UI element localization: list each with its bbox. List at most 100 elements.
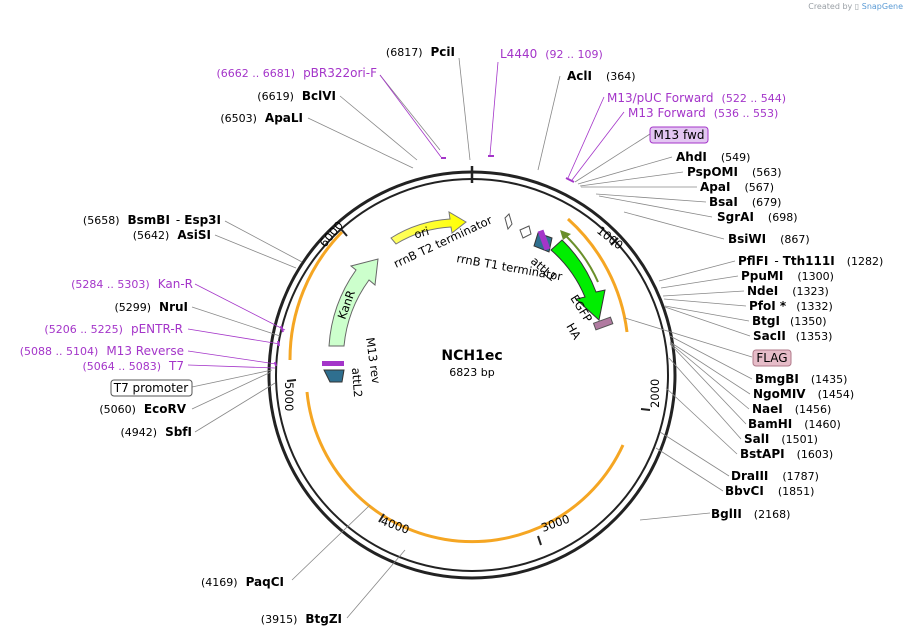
site-pos: (5299) — [114, 301, 151, 314]
site-pos: (567) — [744, 181, 774, 194]
credit-brand: SnapGene — [861, 2, 903, 11]
primer-range: (536 .. 553) — [714, 107, 779, 120]
leader-line — [663, 298, 747, 307]
leader-lines-left — [191, 57, 471, 619]
primer-mark — [274, 361, 277, 367]
primer-name: T7 — [168, 359, 184, 373]
site-sbfi: (4942)SbfI — [121, 425, 193, 439]
site-pos: (679) — [752, 196, 782, 209]
site-name-2: Esp3I — [184, 213, 221, 227]
primer-range: (5088 .. 5104) — [20, 345, 99, 358]
site-pflfi: PflFI-Tth111I(1282) — [738, 254, 883, 268]
tick-label: 3000 — [539, 512, 571, 535]
leader-line — [595, 193, 707, 203]
site-bsmbi: (5658)BsmBI-Esp3I — [83, 213, 221, 227]
m13-fwd-box — [649, 126, 709, 144]
leader-line — [659, 431, 730, 477]
leader-line — [577, 156, 673, 185]
primer-range: (5284 .. 5303) — [71, 278, 150, 291]
site-sgrai: SgrAI (698) — [717, 210, 798, 224]
site-pos: (549) — [721, 151, 751, 164]
site-name: BstAPI — [740, 447, 785, 461]
leader-line — [658, 260, 736, 282]
primer-name: pENTR-R — [131, 322, 183, 336]
snapgene-credit: Created by ▯ SnapGene — [808, 2, 903, 11]
primer-name: M13 Reverse — [106, 344, 184, 358]
site-pos: (1787) — [782, 470, 819, 483]
primer-line — [194, 283, 286, 331]
leader-line — [458, 57, 471, 161]
site-name: BamHI — [748, 417, 792, 431]
site-pos: (1435) — [811, 373, 848, 386]
leader-line — [339, 95, 418, 161]
site-pfoi: PfoI * (1332) — [749, 299, 833, 313]
leader-line — [669, 341, 751, 395]
primer-m13-reverse: (5088 .. 5104) M13 Reverse — [20, 344, 184, 358]
site-pos: (1332) — [796, 300, 833, 313]
leader-line — [574, 133, 651, 183]
orf-arc-bottom — [305, 391, 625, 544]
primer-line — [571, 111, 625, 181]
site-ndei: NdeI(1323) — [747, 284, 829, 298]
site-pos: (4169) — [201, 576, 238, 589]
terminator-t2-icon — [504, 213, 513, 231]
tick-label: 4000 — [379, 514, 411, 537]
site-pos: (698) — [768, 211, 798, 224]
site-asisi: (5642)AsiSI — [133, 228, 211, 242]
m13rev-primer — [322, 361, 344, 366]
right-labels: AclI(364) M13/pUC Forward(522 .. 544) M1… — [567, 69, 883, 521]
tick-1000 — [610, 237, 619, 246]
egfp-arrow — [550, 239, 606, 321]
orf-arcs — [288, 217, 629, 544]
site-name: PfoI * — [749, 299, 787, 313]
tick-3000 — [537, 535, 542, 546]
site-name: AclI — [567, 69, 592, 83]
leader-line — [537, 75, 561, 171]
ori-label: ori — [412, 224, 430, 242]
site-bbvci: BbvCI(1851) — [725, 484, 814, 498]
site-name: ApaI — [700, 180, 730, 194]
leader-line — [639, 512, 711, 521]
ha-tag — [592, 316, 614, 331]
site-pos: (1350) — [790, 315, 827, 328]
orf-arc-left — [288, 230, 344, 361]
site-pos: (5658) — [83, 214, 120, 227]
primer-pentr-r: (5206 .. 5225)pENTR-R — [44, 322, 183, 336]
site-pos: (1603) — [797, 448, 834, 461]
primer-m13-puc-forward: M13/pUC Forward(522 .. 544) — [607, 91, 786, 105]
site-pos: (1851) — [778, 485, 815, 498]
leader-line — [291, 504, 371, 581]
site-btgzi: (3915)BtgZI — [261, 612, 342, 626]
site-btgi: BtgI(1350) — [752, 314, 827, 328]
site-bglii: BglII(2168) — [711, 507, 790, 521]
primer-range: (522 .. 544) — [722, 92, 787, 105]
primer-name: Kan-R — [158, 277, 193, 291]
orf-arc-right — [566, 217, 629, 333]
primer-line — [567, 96, 605, 179]
site-pos: (6619) — [257, 90, 294, 103]
primer-range: (92 .. 109) — [545, 48, 603, 61]
site-name: PspOMI — [687, 165, 738, 179]
site-name: SgrAI — [717, 210, 754, 224]
site-bmgbi: BmgBI(1435) — [755, 372, 847, 386]
tick-6000 — [340, 228, 348, 237]
site-name: PflFI — [738, 254, 768, 268]
site-sali: SalI(1501) — [744, 432, 818, 446]
site-pos: (1501) — [781, 433, 818, 446]
leader-line — [664, 305, 750, 322]
site-bamhi: BamHI(1460) — [748, 417, 841, 431]
site-pos: (5060) — [99, 403, 136, 416]
orf-inner-arrow — [565, 235, 599, 283]
leader-line — [579, 171, 684, 187]
site-paqci: (4169)PaqCI — [201, 575, 284, 589]
leader-lines-right — [537, 75, 753, 521]
site-pos: (3915) — [261, 613, 298, 626]
attl1-primer — [537, 229, 551, 251]
primer-line — [187, 350, 277, 365]
site-bclvi: (6619)BclVI — [257, 89, 336, 103]
site-name: BsaI — [709, 195, 738, 209]
terminator-t1-icon — [519, 225, 532, 239]
primer-m13-forward: M13 Forward(536 .. 553) — [628, 106, 778, 120]
site-pos: (6817) — [386, 46, 423, 59]
site-pcii: (6817)PciI — [386, 45, 455, 59]
